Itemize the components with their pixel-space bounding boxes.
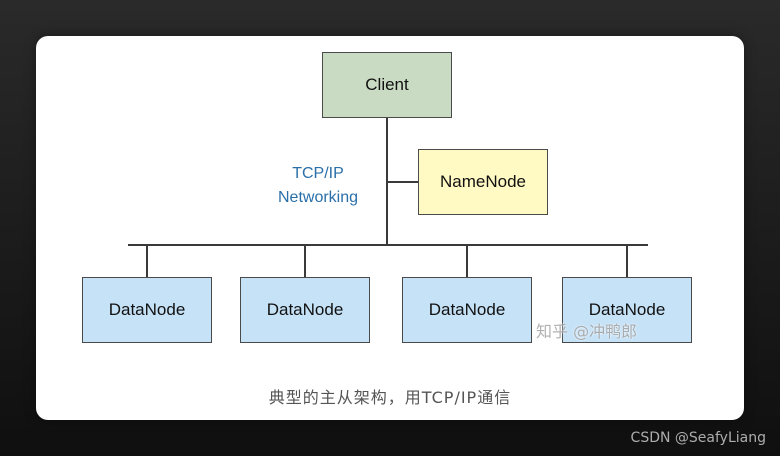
datanode-2-label: DataNode [266,300,344,319]
diagram-card: Client TCP/IP Networking NameNode DataNo… [36,36,744,420]
namenode-node: NameNode [418,149,548,215]
datanode-4-label: DataNode [588,300,666,319]
datanode-3-label: DataNode [428,300,506,319]
network-label-line-1: TCP/IP [292,165,344,182]
tcp-ip-networking-label: TCP/IP Networking [258,162,378,210]
diagram-caption: 典型的主从架构，用TCP/IP通信 [268,388,512,407]
client-node-label: Client [365,75,409,94]
network-label-line-2: Networking [277,189,359,206]
datanode-3: DataNode [402,277,532,343]
connector-lines [128,118,648,277]
datanode-2: DataNode [240,277,370,343]
client-node: Client [322,52,452,118]
datanode-1-label: DataNode [108,300,186,319]
datanode-1: DataNode [82,277,212,343]
zhihu-watermark: 知乎 @冲鸭郎 [536,322,638,341]
namenode-node-label: NameNode [440,172,526,191]
datanode-4: DataNode [562,277,692,343]
csdn-credit: CSDN @SeafyLiang [630,430,766,446]
